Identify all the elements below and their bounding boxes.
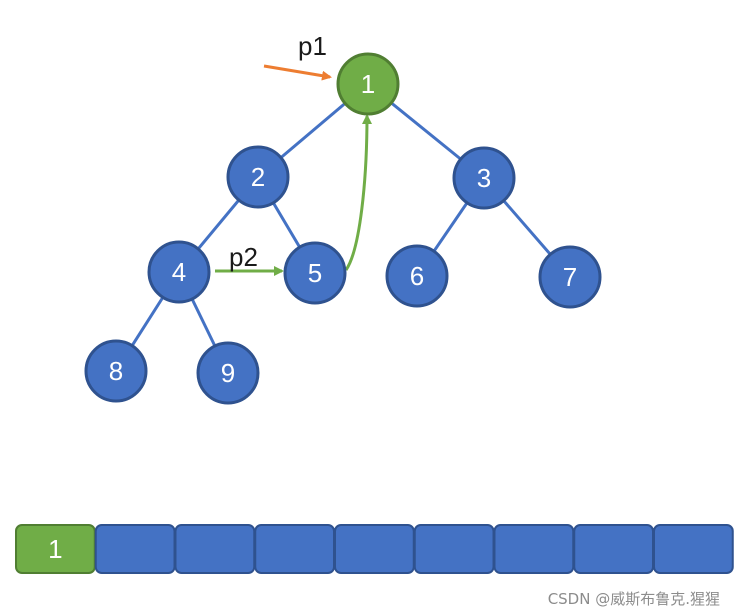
array-cell-7	[573, 524, 654, 574]
tree-node-circle	[385, 244, 449, 308]
array-cell-8	[653, 524, 734, 574]
array-cell-label: 1	[48, 534, 62, 564]
tree-node-circle	[226, 145, 290, 209]
tree-node-label: 7	[563, 262, 577, 292]
p1-arrow	[263, 64, 332, 81]
tree-node-label: 4	[172, 257, 186, 287]
array-cell-2	[174, 524, 256, 574]
tree-node-5: 5	[283, 241, 347, 305]
tree-node-3: 3	[452, 146, 516, 210]
tree-node-label: 6	[410, 261, 424, 291]
array-cell-box	[573, 524, 654, 574]
tree-edges	[114, 82, 572, 374]
array-cell-3	[254, 524, 335, 574]
tree-node-label: 1	[361, 69, 375, 99]
tree-node-1: 1	[336, 52, 400, 116]
tree-node-6: 6	[385, 244, 449, 308]
array-cell-box	[94, 524, 176, 574]
tree-node-circle	[283, 241, 347, 305]
watermark: CSDN @威斯布鲁克.猩猩	[547, 590, 720, 608]
pointer-arrows	[215, 64, 372, 276]
tree-node-9: 9	[196, 341, 260, 405]
tree-node-circle	[538, 245, 602, 309]
tree-nodes: 1 2 3 4 5 6 7 8 9	[84, 52, 602, 405]
p2-label: p2	[229, 242, 258, 272]
tree-node-label: 5	[308, 258, 322, 288]
tree-node-label: 3	[477, 163, 491, 193]
array-cell-box	[254, 524, 335, 574]
tree-node-circle	[84, 339, 148, 403]
array-cell-5	[413, 524, 495, 574]
tree-node-circle	[196, 341, 260, 405]
array-cell-box	[413, 524, 495, 574]
array-cells: 1	[15, 524, 734, 574]
array-cell-box	[493, 524, 575, 574]
tree-node-8: 8	[84, 339, 148, 403]
tree-node-circle	[452, 146, 516, 210]
array-cell-box	[653, 524, 734, 574]
return-arrow	[344, 114, 372, 271]
p1-label: p1	[298, 31, 327, 61]
array-cell-4	[334, 524, 415, 574]
tree-node-2: 2	[226, 145, 290, 209]
tree-node-circle	[147, 240, 211, 304]
tree-node-circle	[336, 52, 400, 116]
array-cell-1	[94, 524, 176, 574]
tree-node-label: 8	[109, 356, 123, 386]
tree-node-label: 9	[221, 358, 235, 388]
array-cell-6	[493, 524, 575, 574]
array-cell-0: 1	[15, 524, 96, 574]
array-cell-box	[174, 524, 256, 574]
tree-node-7: 7	[538, 245, 602, 309]
tree-node-4: 4	[147, 240, 211, 304]
array-cell-box	[334, 524, 415, 574]
tree-node-label: 2	[251, 162, 265, 192]
